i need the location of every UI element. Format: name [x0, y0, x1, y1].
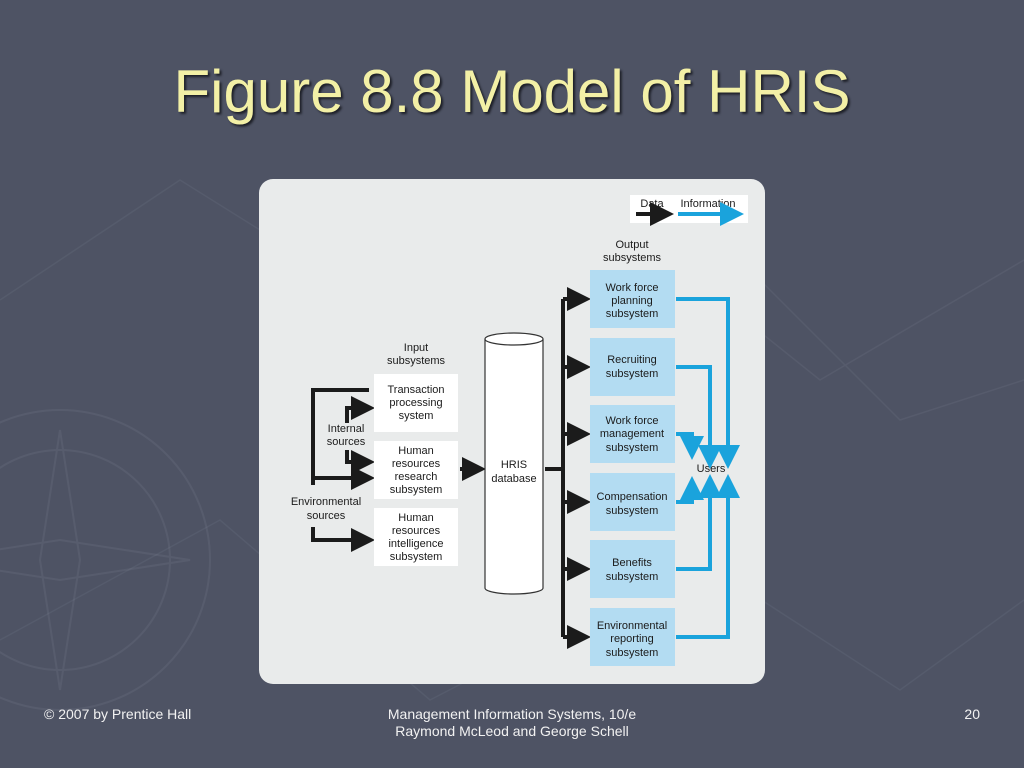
- internal-sources-label-line1: Internal: [328, 423, 365, 435]
- internal-sources-label-line2: sources: [327, 436, 366, 448]
- environmental-to-intelligence-arrow: [311, 527, 375, 552]
- environmental-sources-label-line2: sources: [307, 510, 346, 522]
- workforce-planning-box: [590, 270, 675, 328]
- compensation-box: [590, 473, 675, 531]
- output-subsystems-label-line2: subsystems: [603, 252, 662, 264]
- workforce-management-box: [590, 405, 675, 463]
- database-output-arrows: [545, 287, 591, 649]
- output-box-2-line2: subsystem: [606, 368, 659, 380]
- source-data-arrows: [311, 388, 375, 552]
- users-label: Users: [697, 463, 726, 475]
- footer-book-title: Management Information Systems, 10/e: [387, 706, 637, 722]
- compensation-to-users-arrow: [676, 476, 704, 504]
- input-subsystems-label-line2: subsystems: [387, 355, 446, 367]
- input-box-2-line4: subsystem: [390, 484, 443, 496]
- input-subsystem-boxes: Transaction processing system Human reso…: [374, 374, 458, 566]
- hris-database-cylinder: HRIS database: [484, 332, 544, 595]
- output-box-6-line3: subsystem: [606, 647, 659, 659]
- output-subsystems-label-line1: Output: [615, 239, 648, 251]
- input-subsystems-label-line1: Input: [404, 342, 428, 354]
- benefits-box: [590, 540, 675, 598]
- footer-book-info: Management Information Systems, 10/e Ray…: [312, 706, 712, 740]
- output-box-1-line2: planning: [611, 295, 653, 307]
- internal-to-research-arrow: [345, 450, 375, 474]
- database-top: [484, 332, 544, 346]
- information-arrows: [676, 297, 740, 639]
- compass-watermark: [0, 409, 211, 711]
- output-box-6-line1: Environmental: [597, 620, 667, 632]
- database-body: [484, 339, 544, 595]
- input-box-1-line3: system: [399, 410, 434, 422]
- input-box-3-line2: resources: [392, 525, 441, 537]
- benefits-to-users-arrow: [676, 474, 722, 571]
- input-box-1-line2: processing: [389, 397, 442, 409]
- workforce-management-to-users-arrow: [676, 432, 704, 460]
- output-box-2-line1: Recruiting: [607, 354, 657, 366]
- output-box-3-line1: Work force: [606, 415, 659, 427]
- slide-title: Figure 8.8 Model of HRIS: [173, 58, 851, 125]
- legend: Data Information: [630, 195, 748, 226]
- input-box-2-line2: resources: [392, 458, 441, 470]
- page-number: 20: [964, 706, 980, 722]
- workforce-planning-to-users-arrow: [676, 297, 740, 469]
- input-box-3-line3: intelligence: [388, 538, 443, 550]
- recruiting-to-users-arrow: [676, 365, 722, 469]
- environmental-reporting-to-users-arrow: [676, 474, 740, 639]
- environmental-to-research-arrow: [311, 388, 375, 490]
- hris-diagram: Data Information Output subsystems Input…: [291, 195, 748, 666]
- environmental-sources-label-line1: Environmental: [291, 496, 361, 508]
- footer-authors: Raymond McLeod and George Schell: [395, 723, 629, 739]
- legend-data-label: Data: [640, 198, 664, 210]
- input-box-2-line1: Human: [398, 445, 433, 457]
- database-label-line1: HRIS: [501, 459, 527, 471]
- legend-information-label: Information: [680, 198, 735, 210]
- hr-research-box: [374, 441, 458, 499]
- output-box-3-line3: subsystem: [606, 442, 659, 454]
- output-box-6-line2: reporting: [610, 633, 653, 645]
- output-box-4-line2: subsystem: [606, 505, 659, 517]
- output-box-4-line1: Compensation: [597, 491, 668, 503]
- output-box-5-line2: subsystem: [606, 571, 659, 583]
- output-subsystem-boxes: Work force planning subsystem Recruiting…: [590, 270, 675, 666]
- input-box-2-line3: research: [395, 471, 438, 483]
- footer-copyright: © 2007 by Prentice Hall: [44, 706, 192, 722]
- output-box-1-line3: subsystem: [606, 308, 659, 320]
- environmental-reporting-box: [590, 608, 675, 666]
- output-box-5-line1: Benefits: [612, 557, 652, 569]
- hr-intelligence-box: [374, 508, 458, 566]
- input-box-3-line4: subsystem: [390, 551, 443, 563]
- transaction-processing-box: [374, 374, 458, 432]
- output-box-3-line2: management: [600, 428, 664, 440]
- input-box-1-line1: Transaction: [387, 384, 444, 396]
- hris-model-figure: Data Information Output subsystems Input…: [259, 179, 765, 684]
- input-box-3-line1: Human: [398, 512, 433, 524]
- recruiting-box: [590, 338, 675, 396]
- output-box-1-line1: Work force: [606, 282, 659, 294]
- internal-to-transaction-arrow: [345, 396, 375, 423]
- database-label-line2: database: [491, 473, 536, 485]
